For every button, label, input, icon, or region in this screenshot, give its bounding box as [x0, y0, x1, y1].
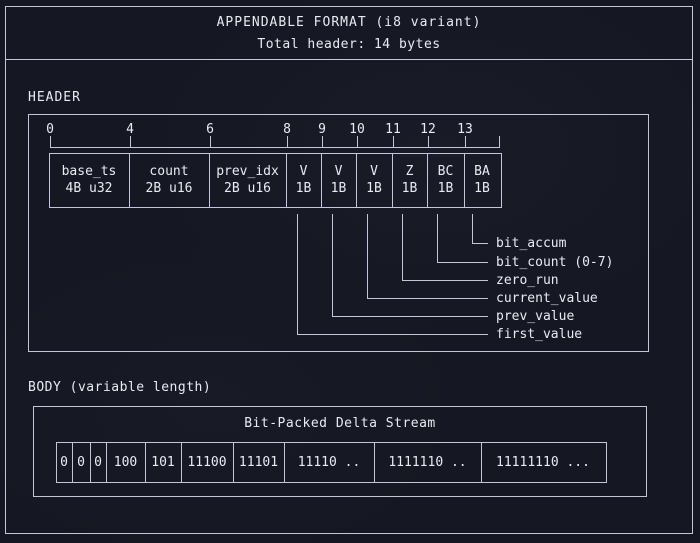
callout-line-bit-count	[437, 214, 488, 263]
stream-cell: 11111110 ...	[496, 454, 590, 470]
stream-cell: 0	[91, 442, 107, 482]
header-size-subtitle: Total header: 14 bytes	[257, 37, 441, 52]
field-size: 2B u16	[145, 181, 193, 197]
callout-line-zero-run	[402, 214, 488, 281]
ruler-tick-label: 11	[385, 122, 401, 137]
field-size: 2B u16	[224, 181, 271, 197]
body-section-label: BODY (variable length)	[28, 380, 212, 395]
field-name: V	[334, 164, 343, 180]
ruler-tick	[392, 136, 394, 148]
header-box	[28, 114, 649, 352]
callout-line-first-value	[297, 214, 488, 335]
callout-label-prev-value: prev_value	[496, 309, 575, 324]
ruler-tick	[498, 136, 500, 148]
callout-label-current-value: current_value	[496, 291, 598, 306]
field-cell-zero-run: Z 1B	[393, 153, 428, 207]
header-section-label: HEADER	[28, 90, 81, 105]
field-cell-bit-count: BC 1B	[428, 153, 465, 207]
field-cell-bit-accum: BA 1B	[465, 154, 500, 208]
ruler-tick-label: 12	[420, 122, 436, 137]
field-name: count	[149, 164, 189, 180]
stream-cell: 1111110 ..	[375, 442, 482, 482]
field-size: 1B	[474, 181, 490, 197]
ruler-tick-label: 8	[283, 122, 291, 137]
field-row: base_ts 4B u32 count 2B u16 prev_idx 2B …	[48, 152, 502, 208]
field-cell-prev-value: V 1B	[322, 153, 357, 207]
stream-cell: 100	[107, 442, 146, 482]
outer-frame	[5, 6, 693, 534]
ruler-line	[50, 146, 500, 148]
format-title: APPENDABLE FORMAT (i8 variant)	[216, 15, 482, 30]
ruler-tick-label: 10	[349, 122, 365, 137]
ruler-tick-label: 13	[457, 122, 473, 137]
ruler-tick	[49, 136, 51, 148]
ruler-tick-label: 6	[206, 122, 214, 137]
ruler-tick	[464, 136, 466, 148]
body-box	[33, 406, 647, 497]
callout-line-bit-accum	[472, 214, 488, 244]
ruler-tick	[286, 136, 288, 148]
field-cell-base-ts: base_ts 4B u32	[50, 153, 130, 207]
callout-line-current-value	[367, 214, 488, 299]
field-cell-first-value: V 1B	[287, 153, 322, 207]
field-cell-current-value: V 1B	[357, 153, 393, 207]
field-size: 1B	[401, 181, 418, 197]
stream-title: Bit-Packed Delta Stream	[244, 416, 436, 431]
callout-label-first-value: first_value	[496, 327, 583, 342]
field-size: 1B	[330, 181, 347, 197]
stream-cell: 101	[146, 442, 182, 482]
ruler-tick-label: 9	[318, 122, 326, 137]
ruler-tick	[427, 136, 429, 148]
stream-cell-row: 0 0 0 100 101 11100 11101 11110 .. 11111…	[55, 441, 607, 483]
field-size: 1B	[437, 181, 454, 197]
ruler-tick-label: 4	[126, 122, 134, 137]
ruler-tick	[356, 136, 358, 148]
stream-cell: 0	[73, 442, 91, 482]
stream-cell: 11110 ..	[285, 442, 375, 482]
ruler-tick	[209, 136, 211, 148]
field-name: base_ts	[61, 164, 117, 180]
field-name: BC	[437, 164, 454, 180]
ruler-tick	[129, 136, 131, 148]
field-cell-prev-idx: prev_idx 2B u16	[210, 153, 287, 207]
field-size: 1B	[366, 181, 382, 197]
field-name: BA	[474, 164, 490, 180]
field-name: Z	[405, 164, 414, 180]
stream-cell: 0	[57, 442, 73, 482]
title-divider	[5, 58, 693, 60]
field-size: 4B u32	[65, 181, 113, 197]
callout-label-zero-run: zero_run	[496, 273, 559, 288]
stream-cell: 11101	[234, 442, 285, 482]
field-size: 1B	[295, 181, 312, 197]
ruler-tick-label: 0	[46, 122, 54, 137]
ruler-tick	[321, 136, 323, 148]
field-cell-count: count 2B u16	[130, 153, 210, 207]
field-name: V	[370, 164, 378, 180]
callout-line-prev-value	[332, 214, 488, 317]
field-name: prev_idx	[216, 164, 279, 180]
callout-label-bit-count: bit_count (0-7)	[496, 255, 614, 270]
callout-label-bit-accum: bit_accum	[496, 236, 567, 251]
field-name: V	[299, 164, 308, 180]
stream-cell: 11100	[182, 442, 234, 482]
